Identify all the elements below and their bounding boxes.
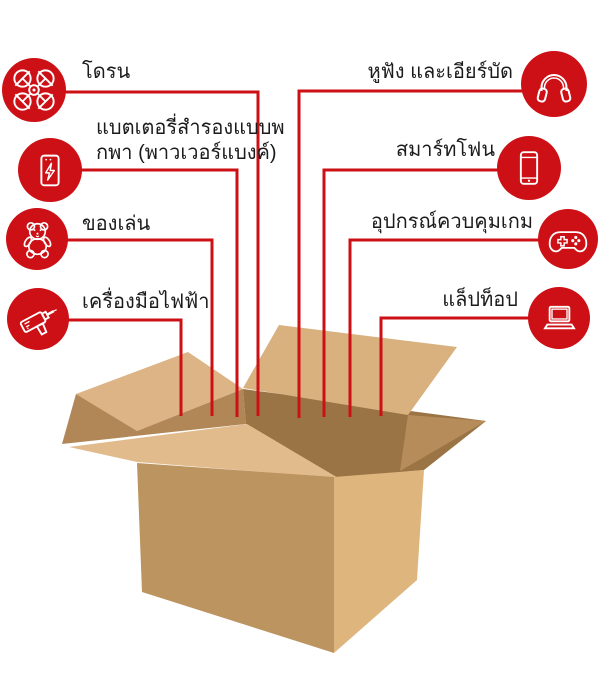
callout-label-smartphone: สมาร์ทโฟน	[395, 139, 495, 161]
teddy-bear-icon	[23, 221, 51, 258]
callout-label-drone: โดรน	[82, 61, 131, 83]
callout-circle-game-controller	[538, 209, 598, 269]
connector-line-power-bank	[52, 168, 239, 417]
callout-circle-headphones	[521, 51, 587, 117]
connector-line-game-controller	[348, 238, 566, 417]
box-front-rim-flap	[69, 424, 338, 478]
connector-line-drone	[36, 90, 260, 416]
drone-icon	[13, 69, 55, 111]
box-left-inner-wall	[62, 389, 246, 444]
connector-lines	[36, 89, 566, 418]
callout-label-laptop: แล็ปท็อป	[442, 289, 518, 311]
cardboard-box	[62, 325, 486, 653]
laptop-icon	[542, 305, 576, 329]
power-bank-icon	[40, 154, 60, 187]
callout-label-toys: ของเล่น	[82, 213, 151, 235]
power-drill-icon	[19, 308, 57, 336]
connector-line-smartphone	[322, 168, 527, 417]
callout-circle-drone	[2, 58, 66, 122]
callout-circle-power-tools	[7, 288, 69, 350]
callout-circle-smartphone	[497, 136, 561, 200]
box-back-left-flap	[76, 352, 243, 431]
callout-label-power-tools: เครื่องมือไฟฟ้า	[82, 291, 210, 313]
game-controller-icon	[548, 231, 588, 253]
connector-line-headphones	[297, 89, 552, 418]
callout-label-power-bank: แบตเตอรี่สำรองแบบพ กพา (พาวเวอร์แบงค์)	[96, 117, 285, 164]
callout-circle-toys	[6, 208, 68, 270]
callout-circle-laptop	[528, 287, 590, 349]
smartphone-icon	[519, 151, 539, 185]
callout-label-game-controller: อุปกรณ์ควบคุมเกม	[370, 211, 533, 233]
headphones-icon	[536, 74, 572, 103]
box-front-face	[137, 463, 334, 653]
connector-line-power-tools	[40, 318, 183, 416]
connector-line-laptop	[379, 316, 557, 416]
callout-label-headphones: หูฟัง และเอียร์บัด	[367, 61, 513, 83]
box-right-flap-edge	[400, 415, 486, 471]
connector-line-toys	[39, 238, 214, 416]
box-right-face	[334, 470, 424, 653]
callout-circle-power-bank	[18, 138, 82, 202]
